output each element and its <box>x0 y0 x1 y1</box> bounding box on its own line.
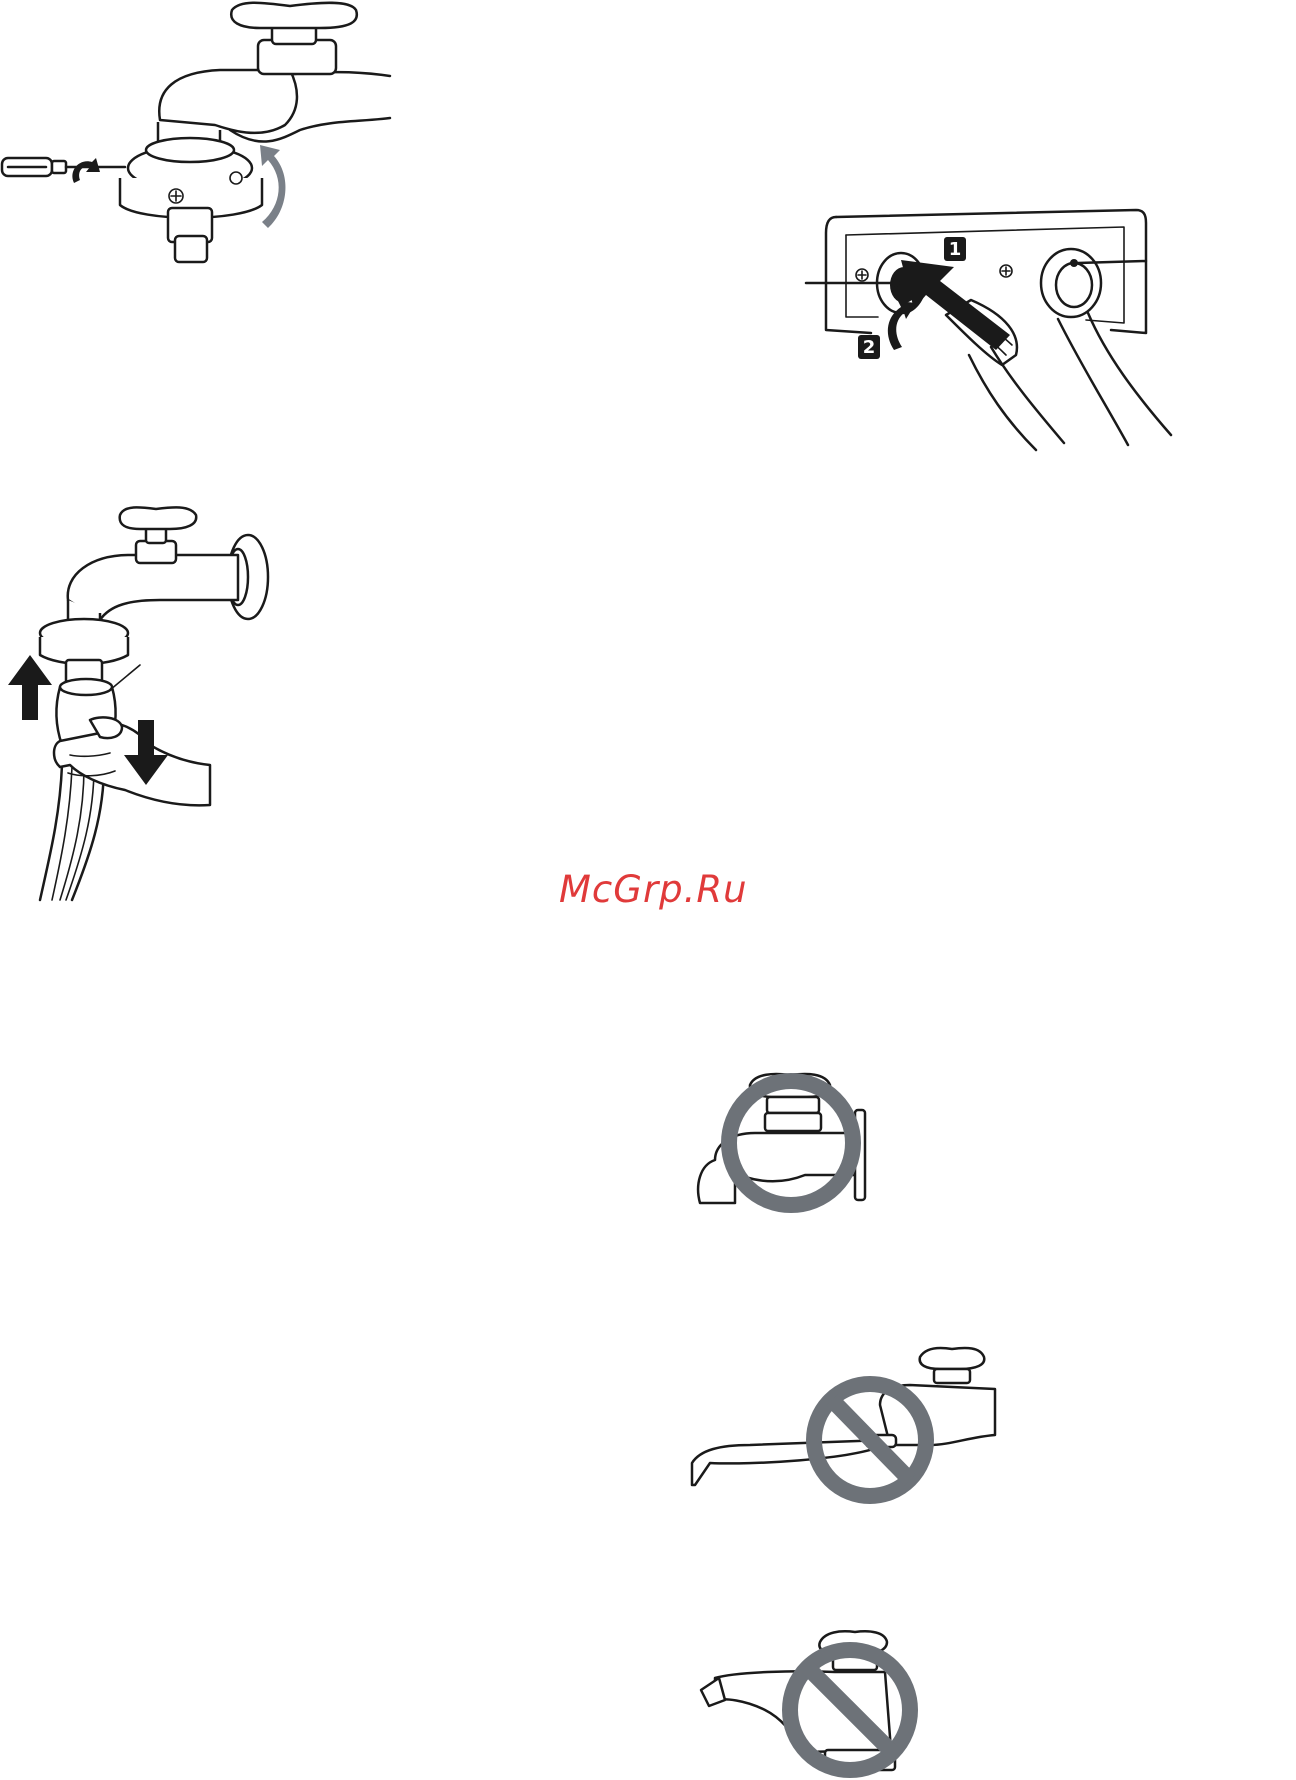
prohibited-square-tap-icon <box>695 1065 895 1235</box>
svg-text:2: 2 <box>863 337 876 358</box>
step-badge-2: 2 <box>858 335 880 359</box>
hose-coupling-attach-icon <box>0 505 290 905</box>
watermark-text: McGrp.Ru <box>559 868 779 911</box>
water-inlet-hose-connection-icon: 1 2 <box>806 205 1186 455</box>
step-badge-1: 1 <box>944 237 966 261</box>
prohibited-mixer-tap-icon <box>695 1620 935 1780</box>
svg-text:1: 1 <box>949 239 962 260</box>
prohibited-long-spout-tap-icon <box>690 1345 1010 1505</box>
faucet-adapter-screwdriver-icon <box>0 0 400 270</box>
